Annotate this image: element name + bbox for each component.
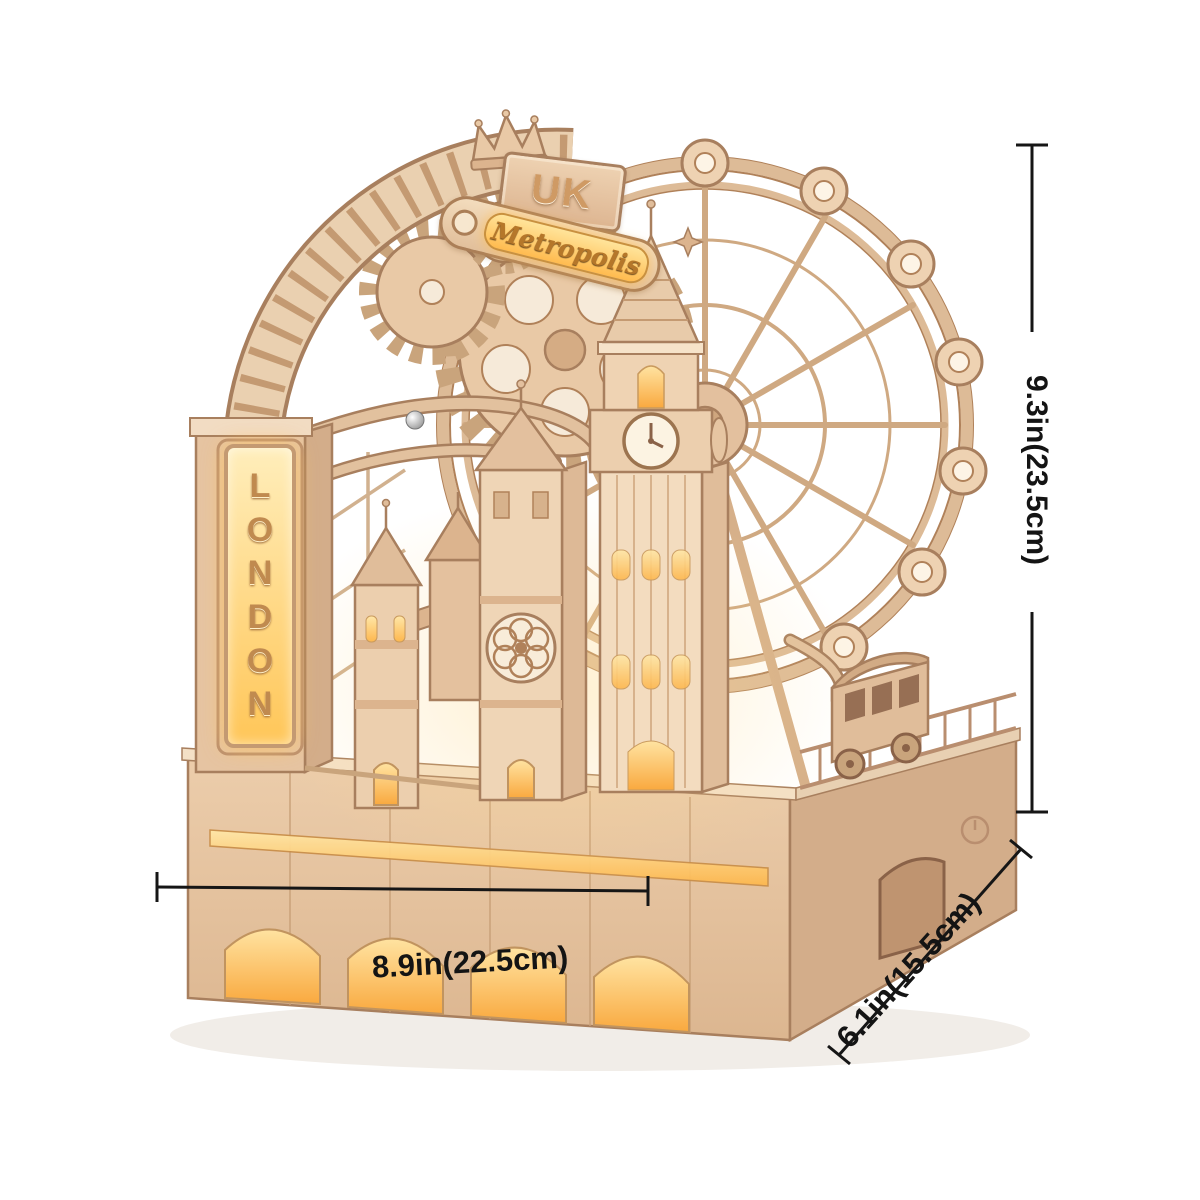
banner-emblem-icon <box>448 206 481 239</box>
rosette-clock-tower <box>473 379 588 802</box>
height-dimension-label: 9.3in(23.5cm) <box>1020 374 1053 566</box>
power-symbol-engraving <box>960 815 990 845</box>
uk-sign-label: UK <box>528 165 596 218</box>
medium-gear <box>359 219 505 365</box>
depth-dimension-line <box>827 838 1033 1066</box>
star-ornament <box>671 225 705 259</box>
width-dimension-line <box>155 872 650 906</box>
london-sign-label: LONDON <box>246 467 274 724</box>
steel-marble <box>405 410 425 430</box>
side-arch-door <box>878 857 946 960</box>
dimension-annotations <box>155 143 1048 1066</box>
london-illuminated-sign: LONDON <box>224 444 296 748</box>
big-ben-tower <box>588 199 730 794</box>
glow-windows <box>611 549 691 791</box>
tower-bridge <box>304 492 501 810</box>
base-arches <box>224 928 690 1034</box>
train <box>830 651 930 780</box>
height-dimension-line <box>1016 143 1048 814</box>
